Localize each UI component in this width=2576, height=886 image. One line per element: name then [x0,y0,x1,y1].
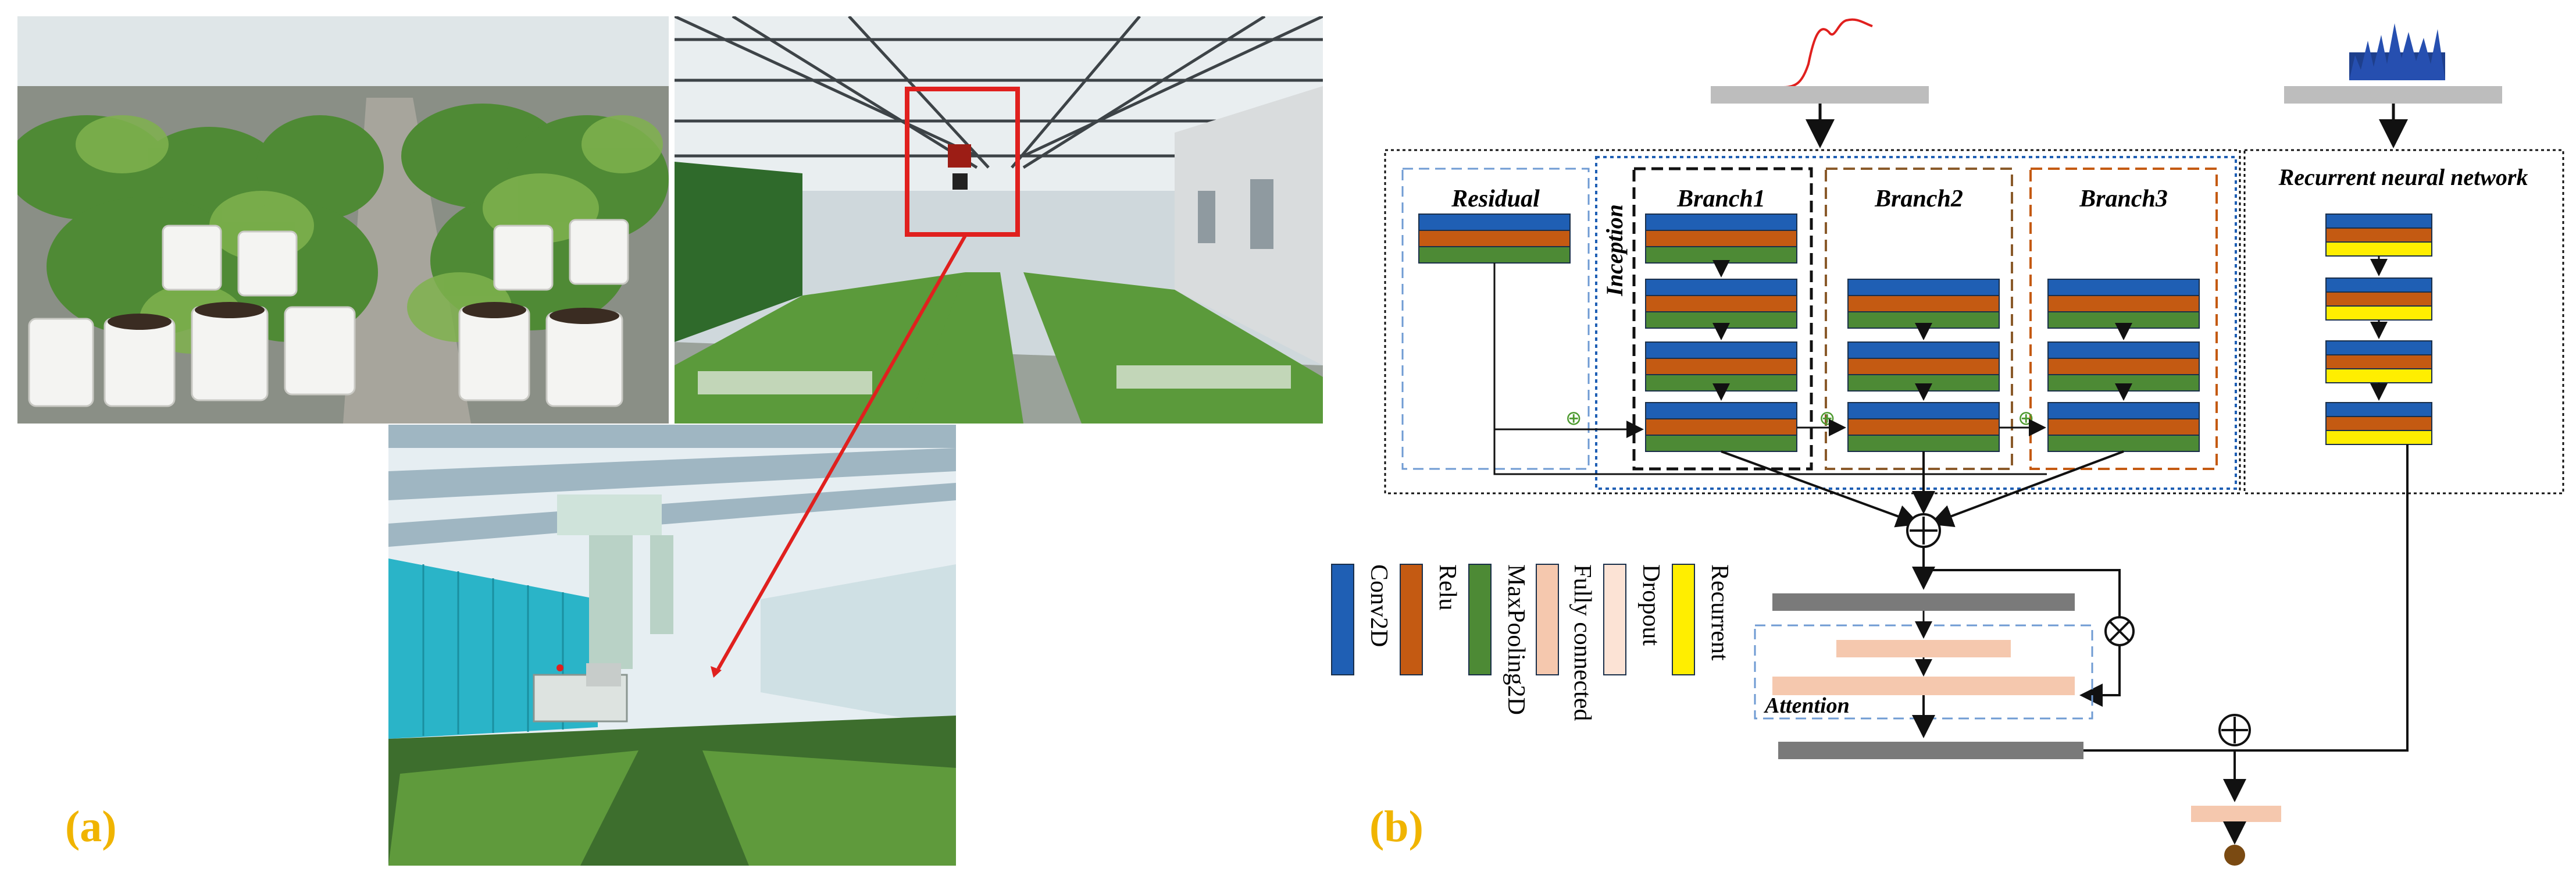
svg-text:MaxPooling2D: MaxPooling2D [1503,564,1529,715]
branch3-block [2029,168,2218,470]
rnn-title: Recurrent neural network [2278,164,2528,190]
cnn-container [1384,149,2241,494]
input-signal-curve [1783,18,1873,88]
camera-connector-line [711,234,967,678]
attention-title: Attention [1764,693,1850,718]
legend-conv2d: Conv2D [1331,564,1392,675]
model-architecture-diagram: Residual Inception Branch1 Branch2 Branc… [1331,18,2564,866]
branch1-block [1632,167,1813,471]
branch3-title: Branch3 [2079,186,2168,212]
branch1-title: Branch1 [1676,186,1765,212]
input-spectrum-histogram [2349,23,2445,80]
svg-text:Recurrent: Recurrent [1706,564,1733,661]
inception-title: Inception [1601,204,1628,297]
rnn-layer-stack [2325,214,2432,257]
inception-block [1595,156,2237,490]
legend-maxpooling2d: MaxPooling2D [1468,564,1529,715]
branch2-title: Branch2 [1874,186,1963,212]
legend-relu: Relu [1400,564,1461,675]
legend-dropout: Dropout [1603,564,1664,675]
output-node [2224,845,2245,866]
panel-label-a: (a) [65,802,117,851]
branch2-block [1825,168,2013,470]
residual-block [1401,168,1590,470]
branch2-add-icon: ⊕ [2018,407,2035,430]
residual-title: Residual [1451,186,1540,212]
rnn-container [2243,149,2564,494]
merged-dense-bar [1778,742,2083,759]
greenhouse-3d-render [388,425,956,866]
legend: Conv2D Relu MaxPooling2D Fully connected… [1331,564,1733,721]
output-fc-bar [2191,806,2281,822]
flatten-bar [1772,593,2075,611]
greenhouse-potted-plants-photo [17,16,669,424]
residual-layer-stack [1418,214,1571,264]
attention-output-bar [1772,677,2075,695]
legend-recurrent: Recurrent [1672,564,1733,675]
input-bar-right [2284,86,2502,104]
greenhouse-interior-camera-photo [675,16,1323,424]
legend-fully-connected: Fully connected [1536,564,1596,721]
attention-fc-bar [1836,640,2011,657]
svg-text:Dropout: Dropout [1637,564,1664,646]
panel-label-b: (b) [1369,802,1423,851]
svg-text:Relu: Relu [1434,564,1461,610]
residual-add-icon: ⊕ [1565,407,1582,430]
branch1-add-icon: ⊕ [1819,407,1836,430]
svg-text:Conv2D: Conv2D [1365,564,1392,647]
svg-text:Fully connected: Fully connected [1569,564,1596,721]
input-bar-left [1711,86,1929,104]
